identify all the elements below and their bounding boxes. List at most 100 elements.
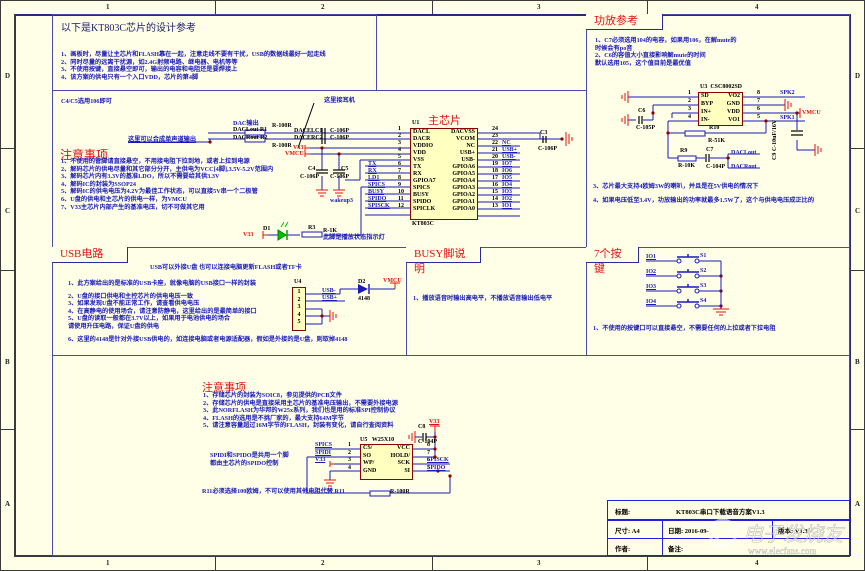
c7-label: C7 (706, 147, 714, 153)
r11-value: R-100R (390, 489, 410, 495)
caution-item: 6、U盘的供电和主芯片的供电一样，为VMCU (61, 195, 187, 203)
c2-value: C-106P (330, 135, 349, 141)
wakeup-label: wakeup3 (330, 198, 354, 204)
usb-minus-net: USB- (322, 288, 336, 294)
caution-item: 3、解码芯片内有3.3V的基准LDO，所以不需要给其供3.3V (61, 173, 220, 181)
r1-value: R-100R (272, 123, 292, 129)
resistor-r1 (244, 129, 266, 136)
pin-name: VO2 (728, 93, 740, 99)
led-note: 此脚是播放状态指示灯 (323, 234, 385, 241)
pin-name: VDD (727, 109, 740, 115)
net-label: TX (368, 161, 377, 167)
version-label-text: 版本: (778, 528, 794, 535)
pin-number: 6 (427, 457, 430, 463)
usb-plus-net: USB+ (322, 295, 338, 301)
r3-label: R3 (308, 225, 316, 231)
column-label: 3 (537, 559, 541, 567)
column-label: 4 (755, 559, 759, 567)
spk2-net: SPK2 (780, 90, 795, 96)
u5-ref-text: U5 (360, 437, 368, 443)
u5-ref: U5 W25X10 (360, 437, 394, 443)
pin-number: 3 (688, 106, 691, 112)
ref-c1: C1 (315, 128, 323, 134)
net-label: USB- (502, 154, 516, 160)
intro-note: 1、画板时，尽量让主芯片和FLASH靠在一起，注意走线不要有干扰，USB的数据线… (61, 51, 326, 58)
watermark-text: 电子发烧友 (743, 524, 844, 547)
net-label: RX (368, 168, 377, 174)
pin-name: DACR (413, 136, 431, 142)
pin-name: RX (413, 171, 422, 177)
r2-label: DACRout R2 (233, 135, 268, 141)
net-label: SPIDO (427, 464, 446, 471)
connector-pin: 3 (297, 304, 301, 311)
caution-item: 7、V33主芯片内部产生的基准电压，切不可做其它用 (61, 203, 205, 211)
pin-name: GND (363, 467, 377, 474)
net-label: V33 (315, 457, 326, 463)
pin-number: 1 (688, 90, 691, 96)
pin-name: SI (404, 467, 410, 474)
v33-flash-flag: V33 (429, 419, 440, 425)
key-ref: S1 (700, 253, 707, 259)
pin-number: 1 (398, 126, 401, 132)
pin-number: 10 (398, 189, 404, 195)
title-value: KT803C串口下载语音方案V1.3 (676, 509, 765, 516)
pin-name: SCK (397, 460, 410, 466)
title-label: 标题: (615, 509, 631, 516)
earphone-note: 这里接耳机 (324, 97, 355, 104)
flash-note: 4、FLASH的选用是不挑厂家的，最大支持64M字节 (203, 414, 344, 422)
size-label-text: 尺寸: (615, 528, 631, 535)
c4c5-note: C4/C5选用106即可 (61, 98, 112, 105)
usb-note: 6、这里的4148是针对外接USB供电的，如连接电脑或者电源适配器，假如是外接的… (68, 335, 348, 343)
switch-contact (676, 258, 682, 264)
pin-name: NC (466, 143, 475, 149)
r10-value: R-51K (708, 138, 725, 144)
pin-name: GPIOA5 (452, 171, 475, 177)
pin-number: 6 (757, 106, 760, 112)
pin-name: GPIOA6 (452, 164, 475, 170)
row-label: D (855, 72, 861, 80)
r3-value: R-1K (323, 228, 337, 234)
busy-note: 1、播放语音时输出高电平，不播放语音输出低电平 (413, 295, 553, 302)
amp-notes-top: 1、C7必须选用104的电容，如果用106，在解mute的 时候会有po音 2、… (595, 37, 737, 67)
pin-name: GPIOA7 (413, 178, 436, 184)
c8-value: C-104P (418, 439, 437, 445)
pin-number: 2 (398, 133, 401, 139)
usb-note: 1、此方案给出的是标准的USB卡座，就像电脑的USB接口一样的封装 (68, 280, 257, 287)
d2-ref: D2 (358, 279, 366, 285)
remark-label: 备注: (668, 546, 684, 553)
net-label: IO5 (502, 175, 513, 181)
net-label: SPISCK (368, 203, 390, 209)
key-ref: S4 (700, 298, 707, 304)
column-label: 2 (321, 559, 325, 567)
pin-name: GPIOA3 (452, 185, 475, 191)
date-label: 日期: 2016-09- (668, 525, 709, 535)
usb-note: 5、U盘的读取一般都在3.7V以上，如果用于电池供电的场合 (68, 315, 231, 323)
pin-number: 4 (398, 147, 401, 153)
resistor-r3 (301, 231, 323, 238)
keys-note: 1、不使用的按键口可以直接悬空，不需要任何的上拉或者下拉电阻 (593, 325, 776, 332)
pin-name: IN- (701, 117, 710, 123)
v33-led-flag: V33 (243, 232, 254, 238)
pin-name: VSS (413, 157, 425, 163)
row-label: B (5, 358, 10, 366)
usb-title: USB电路 (52, 247, 128, 263)
u3-part: CSC8002SD (710, 84, 743, 90)
pin-number: 4 (688, 114, 691, 120)
pin-number: 2 (688, 98, 691, 104)
pin-number: 23 (492, 133, 498, 139)
c3-value: C-106P (538, 146, 557, 152)
pin-name: VCOM (456, 136, 475, 142)
net-label: USB+ (502, 147, 518, 153)
pin-number: 16 (492, 182, 498, 188)
spi-note: SPIDI和SPIDO是共用一个脚 都由主芯片的SPIDO控制 (210, 452, 289, 467)
watermark-url: www.elecfans.com (748, 546, 817, 556)
d1-label: D1 (263, 226, 271, 232)
column-label: 2 (321, 3, 325, 11)
spi-note-line: SPIDI和SPIDO是共用一个脚 (210, 452, 289, 459)
pin-number: 21 (492, 147, 498, 153)
switch-contact (676, 288, 682, 294)
c5-label: C5 (341, 166, 349, 172)
c2-label: DACERC2 (294, 135, 323, 141)
pin-number: 5 (427, 464, 430, 471)
